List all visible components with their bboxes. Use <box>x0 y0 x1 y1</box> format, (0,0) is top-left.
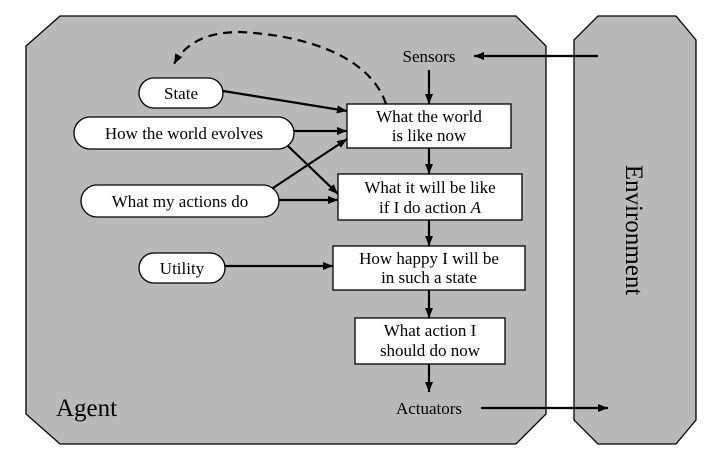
what-action-box <box>354 317 506 365</box>
will-be-line-1: What it will be like <box>364 178 495 197</box>
world-now-line-1: What the world <box>376 107 482 126</box>
actions-do-label: What my actions do <box>112 192 248 211</box>
world-now-line-2: is like now <box>392 126 467 145</box>
how-happy-box <box>332 245 526 291</box>
agent-label: Agent <box>56 395 117 422</box>
evolves-to-will-be-arrow <box>287 145 339 195</box>
feedback-dashed-arrow <box>173 30 388 105</box>
state-label: State <box>164 84 198 103</box>
actions-to-world-now-arrow <box>272 138 348 189</box>
what-action-line-1: What action I <box>384 321 477 340</box>
world-evolves-oval <box>73 116 295 150</box>
state-to-world-now-arrow <box>222 89 348 114</box>
environment-panel <box>573 15 697 445</box>
will-be-line-2: if I do action A <box>379 198 482 217</box>
sensors-label: Sensors <box>403 47 456 66</box>
will-be-line-2-text: if I do action <box>379 198 471 217</box>
action-a-italic: A <box>470 198 482 217</box>
utility-label: Utility <box>160 259 205 278</box>
how-happy-line-1: How happy I will be <box>359 249 499 268</box>
world-evolves-label: How the world evolves <box>105 124 263 143</box>
what-action-line-2: should do now <box>380 341 481 360</box>
actuators-label: Actuators <box>396 399 462 418</box>
utility-oval <box>138 252 226 284</box>
world-now-box <box>346 103 512 149</box>
environment-label: Environment <box>620 165 647 296</box>
how-happy-line-2: in such a state <box>381 268 477 287</box>
agent-panel <box>25 15 547 445</box>
state-oval <box>138 77 224 109</box>
